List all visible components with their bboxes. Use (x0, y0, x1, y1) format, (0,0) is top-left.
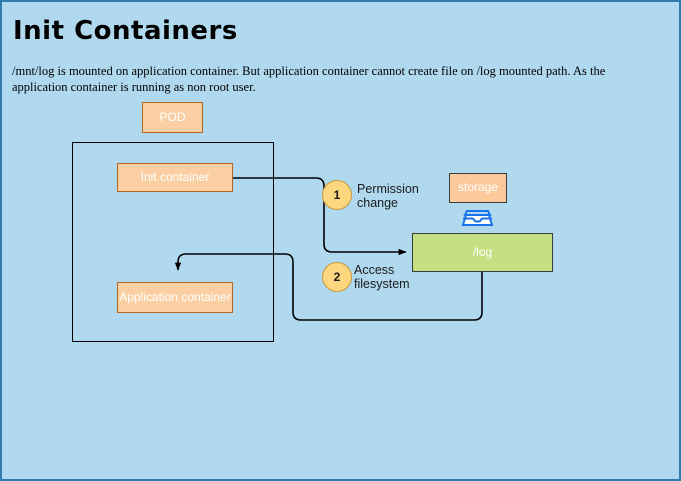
step-1-number: 1 (333, 188, 341, 202)
node-application-container[interactable]: Application container (117, 282, 233, 313)
step-1-badge: 1 (322, 180, 352, 210)
node-log-volume-label: /log (472, 244, 493, 259)
node-log-volume[interactable]: /log (412, 233, 553, 272)
node-pod-label: POD (159, 109, 186, 124)
node-init-container-label: Init container (140, 169, 210, 184)
storage-tray-icon (461, 210, 494, 226)
step-2-label: Access filesystem (354, 263, 410, 292)
description-text: /mnt/log is mounted on application conta… (12, 64, 606, 94)
node-pod[interactable]: POD (142, 102, 203, 133)
step-2-number: 2 (333, 270, 341, 284)
node-storage[interactable]: storage (449, 173, 507, 203)
node-storage-label: storage (457, 180, 499, 195)
step-1-label: Permission change (357, 182, 419, 211)
page-title: Init Containers (13, 16, 238, 46)
step-2-badge: 2 (322, 262, 352, 292)
node-application-container-label: Application container (119, 289, 231, 304)
node-init-container[interactable]: Init container (117, 163, 233, 192)
